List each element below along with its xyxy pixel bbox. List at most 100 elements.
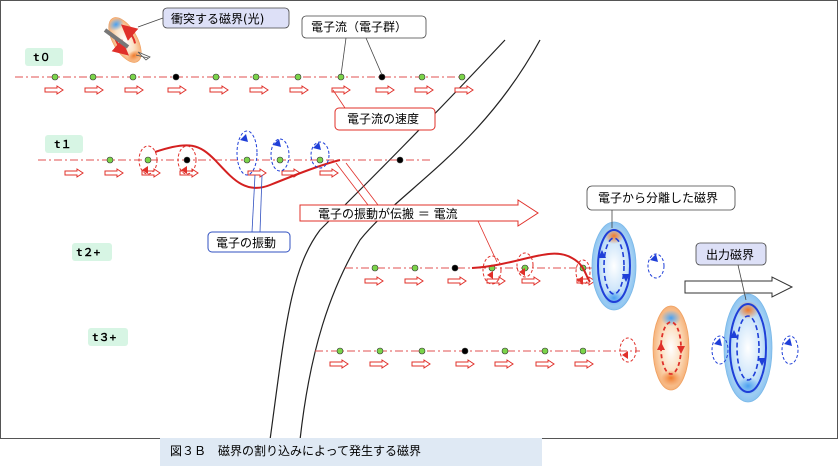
t3-tag bbox=[88, 328, 128, 346]
electron-dot bbox=[579, 347, 587, 355]
colliding-field-direction-arrow bbox=[135, 51, 151, 61]
velocity-arrow bbox=[209, 85, 229, 95]
t2-label: t２+ bbox=[76, 246, 101, 259]
output-field-ring bbox=[723, 293, 773, 403]
electron-dot bbox=[376, 347, 384, 355]
electron-black-dot bbox=[172, 73, 180, 81]
electron-dot bbox=[316, 156, 324, 164]
vibration-propagation-text: 電子の振動が伝搬 ＝ 電流 bbox=[318, 206, 458, 221]
velocity-arrow bbox=[375, 85, 395, 95]
vibration-propagation-leader-3 bbox=[477, 220, 498, 263]
velocity-arrow bbox=[574, 359, 594, 369]
velocity-arrow bbox=[247, 168, 267, 178]
electron-dot bbox=[89, 73, 97, 81]
colliding-field-axis bbox=[103, 28, 130, 49]
figure-caption: 図３Ｂ 磁界の割り込みによって発生する磁界 bbox=[170, 443, 421, 458]
electron-dot bbox=[371, 264, 379, 272]
electron-dot bbox=[212, 73, 220, 81]
colliding-field-text: 衝突する磁界(光) bbox=[171, 11, 264, 26]
t3-label: t３+ bbox=[92, 331, 117, 344]
velocity-arrow bbox=[84, 85, 104, 95]
velocity-arrow bbox=[411, 359, 431, 369]
velocity-arrow bbox=[494, 359, 514, 369]
velocity-arrow bbox=[404, 276, 424, 286]
electron-vibration-leader-1 bbox=[251, 174, 256, 233]
electron-flow-text: 電子流（電子群） bbox=[311, 20, 407, 34]
electron-dot bbox=[243, 156, 251, 164]
output-field-leader bbox=[737, 264, 747, 301]
electron-dot bbox=[411, 264, 419, 272]
electron-velocity-text: 電子流の速度 bbox=[347, 111, 419, 126]
velocity-arrow bbox=[455, 359, 475, 369]
velocity-arrow bbox=[289, 85, 309, 95]
electron-dot bbox=[294, 73, 302, 81]
velocity-arrow bbox=[521, 276, 541, 286]
t1-blue-loop-arrows bbox=[240, 134, 321, 150]
electron-black-dot bbox=[183, 156, 191, 164]
caption-box bbox=[160, 438, 542, 466]
electron-dot bbox=[144, 156, 152, 164]
t2-tag bbox=[72, 243, 112, 261]
velocity-arrow bbox=[535, 359, 555, 369]
electron-dot bbox=[418, 73, 426, 81]
velocity-arrow bbox=[319, 168, 339, 178]
vibration-propagation-leader-2 bbox=[345, 162, 379, 206]
output-direction-arrow bbox=[684, 276, 794, 298]
t2-blue-loop-arrow bbox=[650, 254, 658, 262]
electron-dot bbox=[418, 347, 426, 355]
electron-velocity-callout bbox=[334, 107, 436, 131]
t2-vibration-wave bbox=[471, 252, 591, 283]
velocity-arrow bbox=[249, 85, 269, 95]
t3-orange-field-ring bbox=[652, 305, 690, 391]
electron-dot bbox=[51, 73, 59, 81]
output-field-callout bbox=[695, 242, 767, 266]
electron-flow-leader-2 bbox=[365, 37, 383, 76]
t1-label: t１ bbox=[54, 138, 72, 151]
electron-black-dot bbox=[451, 264, 459, 272]
electron-dot bbox=[129, 73, 137, 81]
electron-dot bbox=[276, 156, 284, 164]
electron-dot bbox=[336, 347, 344, 355]
velocity-arrow bbox=[447, 276, 467, 286]
electron-flow-leader-1 bbox=[340, 37, 347, 76]
velocity-arrow bbox=[104, 168, 124, 178]
colliding-field-leader bbox=[137, 17, 164, 28]
electron-dot bbox=[106, 156, 114, 164]
t0-tag bbox=[25, 48, 63, 66]
electron-vibration-callout bbox=[207, 231, 291, 253]
velocity-arrow bbox=[44, 85, 64, 95]
electron-dot bbox=[252, 73, 260, 81]
electron-dot bbox=[458, 73, 466, 81]
colliding-field-ring bbox=[108, 17, 142, 63]
t3-field-loops bbox=[619, 335, 799, 365]
electron-dot bbox=[501, 347, 509, 355]
separated-field-text: 電子から分離した磁界 bbox=[598, 190, 718, 205]
t1-field-loops bbox=[138, 130, 330, 176]
electron-dot bbox=[541, 347, 549, 355]
velocity-arrow bbox=[124, 85, 144, 95]
output-field-text: 出力磁界 bbox=[706, 247, 754, 262]
velocity-arrow bbox=[329, 359, 349, 369]
vibration-propagation-leader-1 bbox=[335, 162, 369, 206]
electron-black-dot bbox=[461, 347, 469, 355]
conductor-boundary-left bbox=[269, 39, 506, 441]
t1-tag bbox=[45, 135, 83, 153]
t3-red-loop-arrow bbox=[622, 351, 628, 359]
separated-field-callout bbox=[586, 185, 736, 211]
electron-velocity-leader bbox=[332, 89, 346, 109]
conductor-boundary-right bbox=[299, 39, 541, 441]
separated-field-ring bbox=[591, 221, 637, 311]
electron-flow-callout bbox=[301, 15, 427, 39]
t0-label: t０ bbox=[33, 51, 51, 64]
velocity-arrow bbox=[64, 168, 84, 178]
velocity-arrow bbox=[364, 276, 384, 286]
vibration-propagation-callout bbox=[299, 199, 539, 227]
velocity-arrow bbox=[369, 359, 389, 369]
electron-black-dot bbox=[396, 156, 404, 164]
t3-blue-loop-arrows bbox=[714, 338, 792, 346]
velocity-arrow bbox=[454, 85, 474, 95]
electron-vibration-text: 電子の振動 bbox=[216, 236, 276, 250]
velocity-arrows-layer bbox=[44, 85, 596, 369]
